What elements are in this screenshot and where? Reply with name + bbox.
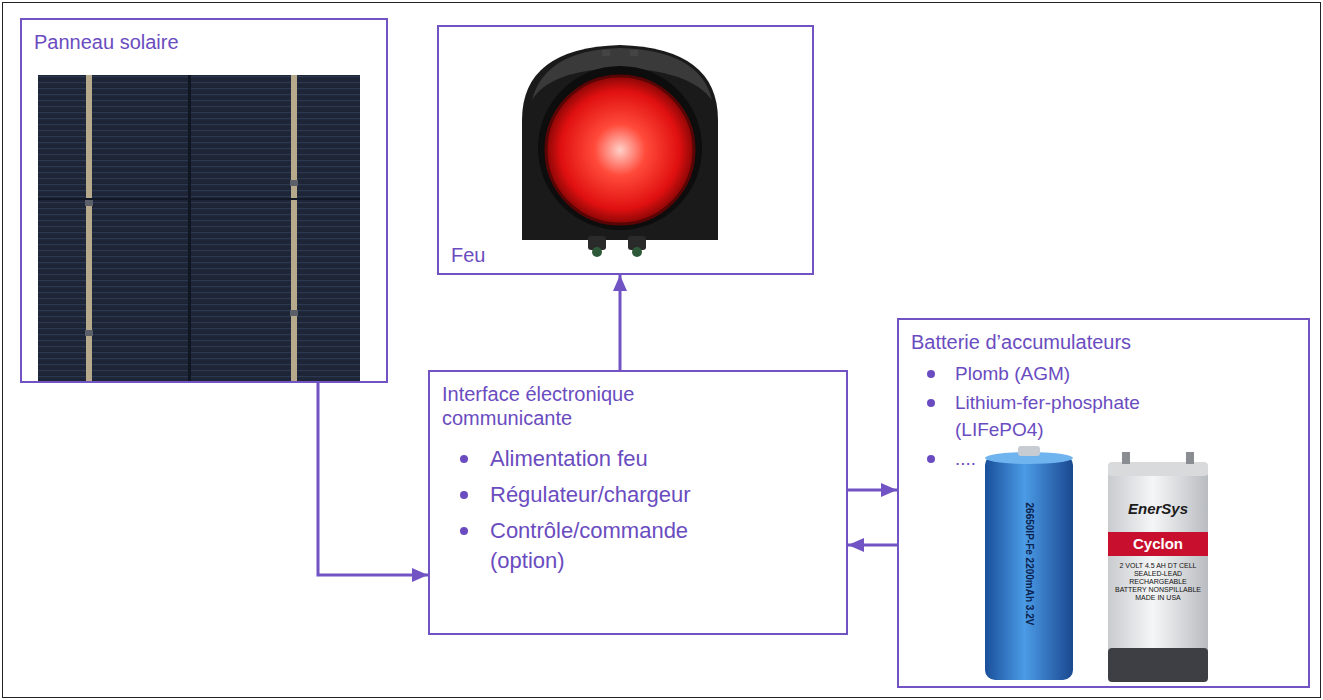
bullet-text: Lithium-fer-phosphate (LIFePO4) bbox=[955, 392, 1140, 440]
lead-cell-picture bbox=[1108, 452, 1208, 682]
solar-panel-photo bbox=[38, 75, 360, 382]
bullet-item: .... bbox=[899, 445, 1199, 472]
bullet-text: Contrôle/commande (option) bbox=[490, 518, 688, 573]
bullet-item: Lithium-fer-phosphate (LIFePO4) bbox=[899, 389, 1199, 443]
bullet-text: Plomb (AGM) bbox=[955, 363, 1070, 384]
battery-box: Batterie d’accumulateursPlomb (AGM) Lithi… bbox=[897, 318, 1310, 688]
outer-frame bbox=[3, 3, 1321, 698]
bullet-text: Régulateur/chargeur bbox=[490, 482, 691, 507]
bullet-dot bbox=[927, 370, 935, 378]
bullet-text: Alimentation feu bbox=[490, 446, 648, 471]
lifepo4-cell-picture bbox=[985, 446, 1073, 680]
bullet-item: Régulateur/chargeur bbox=[430, 480, 750, 510]
bullet-dot bbox=[460, 491, 468, 499]
traffic-light-picture bbox=[522, 45, 718, 257]
box-heading: Batterie d’accumulateurs bbox=[911, 330, 1231, 354]
flow-arrow bbox=[848, 544, 897, 547]
bullet-list: Plomb (AGM) Lithium-fer-phosphate (LIFePO… bbox=[899, 360, 1308, 472]
bullet-dot bbox=[460, 455, 468, 463]
bullet-item: Plomb (AGM) bbox=[899, 360, 1199, 387]
bullet-item: Alimentation feu bbox=[430, 444, 750, 474]
interface-box: Interface électronique communicanteAlime… bbox=[428, 370, 848, 635]
bullet-dot bbox=[927, 455, 935, 463]
flow-arrow bbox=[318, 383, 428, 575]
brand-name: Cyclon bbox=[1114, 535, 1202, 553]
box-heading: Feu bbox=[451, 243, 485, 267]
brand-name: EnerSys bbox=[1114, 500, 1202, 518]
box-heading: Panneau solaire bbox=[34, 30, 354, 54]
bullet-list: Alimentation feuRégulateur/chargeurContr… bbox=[430, 444, 846, 576]
bullet-dot bbox=[460, 527, 468, 535]
bullet-text: .... bbox=[955, 448, 976, 469]
cell-print: 2 VOLT 4.5 AH DT CELL SEALED-LEAD RECHAR… bbox=[1114, 562, 1202, 602]
cell-print: 26650IP-Fe 2200mAh 3.2V bbox=[1023, 478, 1035, 650]
bullet-item: Contrôle/commande (option) bbox=[430, 516, 750, 576]
flow-arrow bbox=[848, 489, 897, 492]
flow-arrow bbox=[619, 275, 622, 370]
solar-panel-box: Panneau solaire bbox=[20, 18, 388, 383]
traffic-light-box: Feu bbox=[437, 25, 814, 275]
bullet-dot bbox=[927, 399, 935, 407]
box-heading: Interface électronique communicante bbox=[442, 382, 762, 430]
